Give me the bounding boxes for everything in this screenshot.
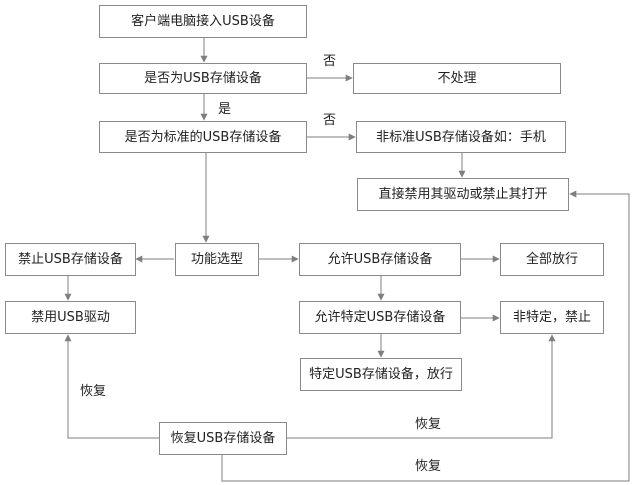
restore-label-2: 恢复 xyxy=(415,417,442,432)
arrow-restore-to-disable-driver-direct xyxy=(221,190,630,482)
function-select-node: 功能选型 xyxy=(175,243,259,276)
non-specific-forbid-node: 非特定，禁止 xyxy=(500,301,604,334)
restore-label-3: 恢复 xyxy=(415,459,442,474)
no-label-1: 否 xyxy=(323,54,337,69)
allow-all-node: 全部放行 xyxy=(500,243,604,276)
specific-pass-node: 特定USB存储设备，放行 xyxy=(300,358,462,391)
disable-driver-direct-node: 直接禁用其驱动或禁止其打开 xyxy=(357,178,569,211)
allow-specific-node: 允许特定USB存储设备 xyxy=(299,301,461,334)
ignore-node: 不处理 xyxy=(353,63,561,94)
yes-label-1: 是 xyxy=(218,102,232,117)
restore-storage-node: 恢复USB存储设备 xyxy=(159,422,287,455)
non-standard-device-node: 非标准USB存储设备如：手机 xyxy=(356,121,566,153)
arrow-restore-to-non-specific-forbid xyxy=(287,334,556,439)
is-standard-decision-node: 是否为标准的USB存储设备 xyxy=(99,121,307,153)
connect-usb-node: 客户端电脑接入USB设备 xyxy=(99,5,307,38)
disable-usb-driver-node: 禁用USB驱动 xyxy=(5,301,136,334)
is-storage-decision-node: 是否为USB存储设备 xyxy=(99,63,307,94)
arrow-restore-to-disable-driver xyxy=(64,334,160,439)
no-label-2: 否 xyxy=(323,113,337,128)
allow-storage-node: 允许USB存储设备 xyxy=(299,243,461,276)
restore-label-1: 恢复 xyxy=(80,384,107,399)
forbid-storage-node: 禁止USB存储设备 xyxy=(5,243,136,276)
